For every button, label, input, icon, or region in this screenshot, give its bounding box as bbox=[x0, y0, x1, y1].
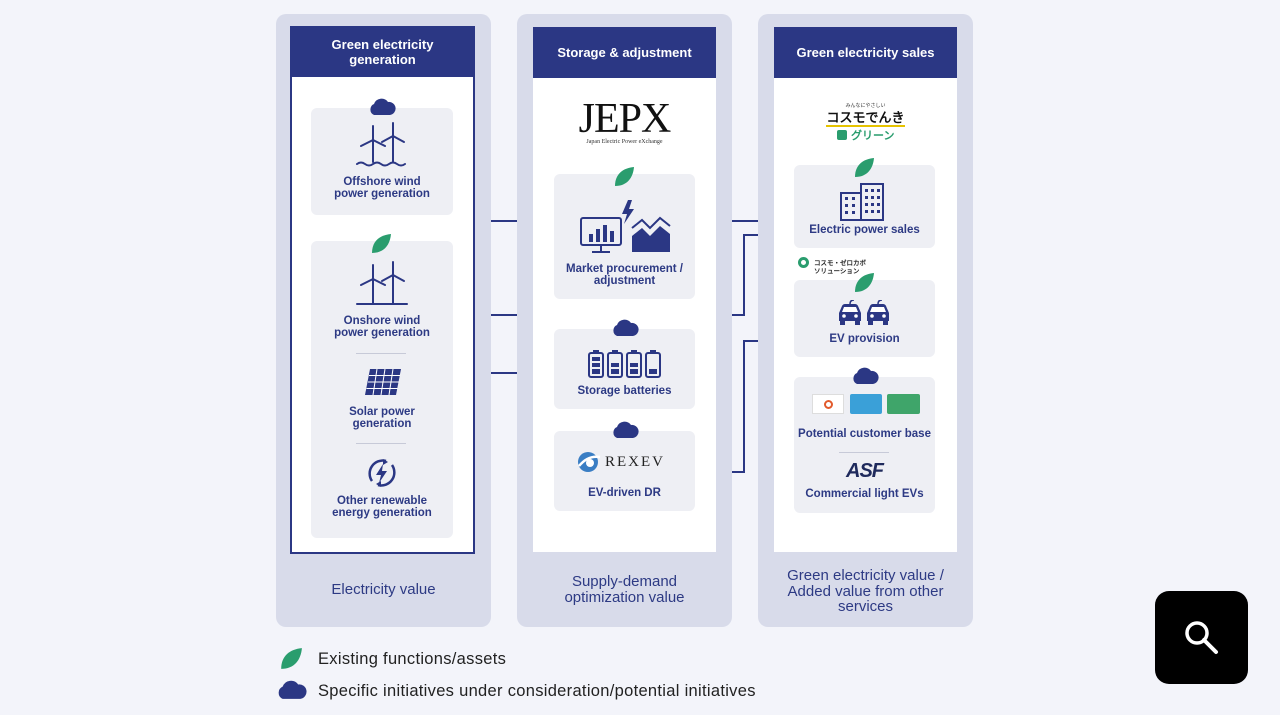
wind-turbine-icon bbox=[356, 122, 406, 167]
zero-carbon-logo: コスモ・ゼロカボ ソリューション bbox=[798, 256, 878, 275]
jepx-logo: JEPX Japan Electric Power eXchange bbox=[578, 96, 672, 145]
search-icon bbox=[1185, 621, 1218, 654]
leaf-icon bbox=[855, 158, 874, 177]
battery-icon bbox=[588, 350, 661, 378]
rexev-mark-icon bbox=[578, 452, 601, 472]
car-icon bbox=[839, 300, 889, 325]
solar-panel-icon bbox=[365, 368, 401, 396]
generation-header: Green electricity generation bbox=[290, 26, 475, 77]
leaf-icon bbox=[855, 273, 874, 292]
generation-panel: Green electricity generation Offshore wi… bbox=[290, 26, 475, 554]
divider bbox=[356, 443, 406, 444]
sales-panel: Green electricity sales みんなにやさしい コスモでんき … bbox=[774, 27, 957, 552]
electric-sales-card: Electric power sales bbox=[794, 158, 935, 248]
green-check-icon bbox=[836, 130, 847, 140]
sales-column: Green electricity sales みんなにやさしい コスモでんき … bbox=[758, 14, 973, 627]
cloud-icon bbox=[613, 421, 639, 438]
renewable-bolt-icon bbox=[368, 459, 396, 487]
customer-base-card: Potential customer base ASF Commercial l… bbox=[794, 367, 935, 513]
generation-footer: Electricity value bbox=[331, 581, 436, 598]
sales-header: Green electricity sales bbox=[774, 27, 957, 78]
cloud-icon bbox=[613, 319, 639, 336]
divider bbox=[356, 353, 406, 354]
cloud-icon bbox=[853, 367, 879, 384]
solar-label: Solar power generation bbox=[349, 406, 415, 430]
other-renewable-label: Other renewable energy generation bbox=[332, 495, 432, 519]
offshore-wind-card: Offshore wind power generation bbox=[311, 98, 453, 215]
storage-header: Storage & adjustment bbox=[533, 27, 716, 78]
cloud-icon bbox=[370, 98, 396, 115]
search-button[interactable] bbox=[1155, 591, 1248, 684]
generation-column: Green electricity generation Offshore wi… bbox=[276, 14, 491, 627]
cloud-icon bbox=[278, 680, 307, 699]
onshore-solar-other-card: Onshore wind power generation Solar powe… bbox=[311, 234, 453, 538]
leaf-icon bbox=[615, 167, 634, 186]
market-card: Market procurement / adjustment bbox=[554, 167, 695, 299]
building-icon bbox=[840, 183, 884, 221]
loyalty-card-icon bbox=[812, 394, 844, 414]
legend-specific: Specific initiatives under consideration… bbox=[318, 682, 756, 700]
batteries-label: Storage batteries bbox=[577, 385, 672, 397]
blue-card-icon bbox=[850, 394, 882, 414]
rexev-logo: REXEV bbox=[576, 451, 676, 473]
zero-carbon-ring-icon bbox=[798, 257, 809, 268]
legend-existing: Existing functions/assets bbox=[318, 650, 507, 668]
ev-dr-card: REXEV EV-driven DR bbox=[554, 421, 695, 511]
customer-base-label: Potential customer base bbox=[798, 428, 931, 440]
sales-footer: Green electricity value / Added value fr… bbox=[787, 567, 944, 615]
green-card-icon bbox=[887, 394, 920, 414]
batteries-card: Storage batteries bbox=[554, 319, 695, 409]
onshore-wind-label: Onshore wind power generation bbox=[334, 315, 430, 339]
leaf-icon bbox=[372, 234, 391, 253]
leaf-icon bbox=[281, 648, 302, 669]
storage-footer: Supply-demand optimization value bbox=[564, 573, 685, 606]
card-thumbnails bbox=[812, 394, 920, 414]
asf-logo: ASF bbox=[846, 460, 884, 482]
storage-panel: Storage & adjustment JEPX Japan Electric… bbox=[533, 27, 716, 552]
commercial-evs-label: Commercial light EVs bbox=[805, 488, 924, 500]
ev-provision-label: EV provision bbox=[829, 333, 900, 345]
monitor-chart-icon bbox=[580, 200, 671, 253]
electric-sales-label: Electric power sales bbox=[809, 224, 920, 236]
market-label: Market procurement / adjustment bbox=[566, 263, 683, 287]
ev-provision-card: EV provision bbox=[794, 273, 935, 357]
ev-dr-label: EV-driven DR bbox=[588, 487, 661, 499]
storage-column: Storage & adjustment JEPX Japan Electric… bbox=[517, 14, 732, 627]
wind-turbine-icon bbox=[356, 261, 408, 305]
cosmo-denki-logo: みんなにやさしい コスモでんき グリーン bbox=[826, 103, 905, 142]
divider bbox=[839, 452, 889, 453]
offshore-wind-label: Offshore wind power generation bbox=[334, 176, 430, 200]
